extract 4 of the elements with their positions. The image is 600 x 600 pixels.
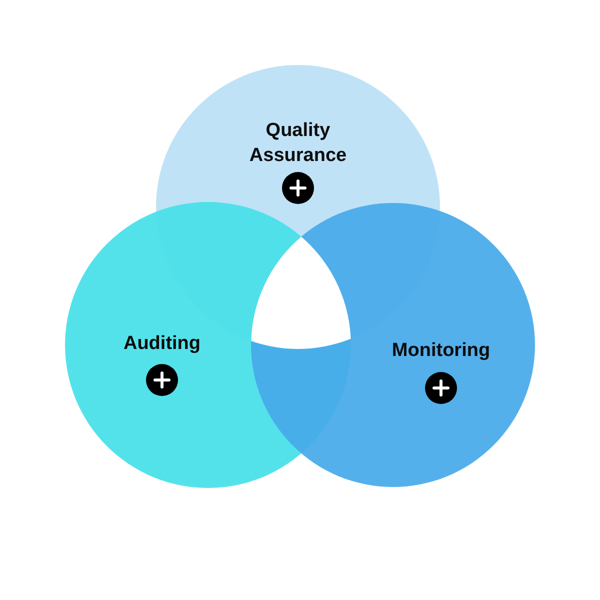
circle-label: Quality Assurance: [249, 119, 347, 168]
venn-circle: [251, 203, 535, 487]
circle-label: Monitoring: [392, 339, 490, 363]
circle-label: Auditing: [123, 332, 201, 356]
